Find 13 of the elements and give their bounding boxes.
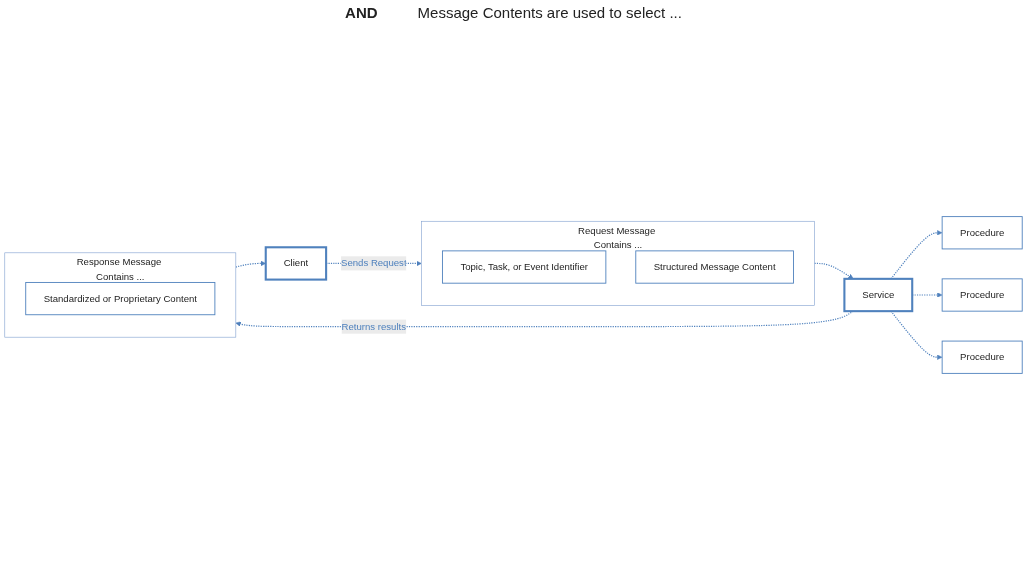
note-text: AND — [345, 4, 378, 21]
edge-label: Returns results — [341, 321, 406, 332]
note-text: Message Contents are used to select ... — [417, 4, 682, 21]
arrow — [235, 260, 266, 268]
node-box: Procedure — [941, 216, 1023, 250]
node-box: Procedure — [941, 278, 1023, 312]
node-box: Topic, Task, or Event Identifier — [442, 250, 607, 284]
node-box: Structured Message Content — [635, 250, 794, 284]
node-box: Standardized or Proprietary Content — [25, 282, 216, 316]
node-box: Client — [264, 246, 328, 281]
node-box: Service — [843, 277, 914, 313]
node-box: Procedure — [941, 340, 1023, 374]
edge-label: Sends Request — [341, 258, 407, 269]
